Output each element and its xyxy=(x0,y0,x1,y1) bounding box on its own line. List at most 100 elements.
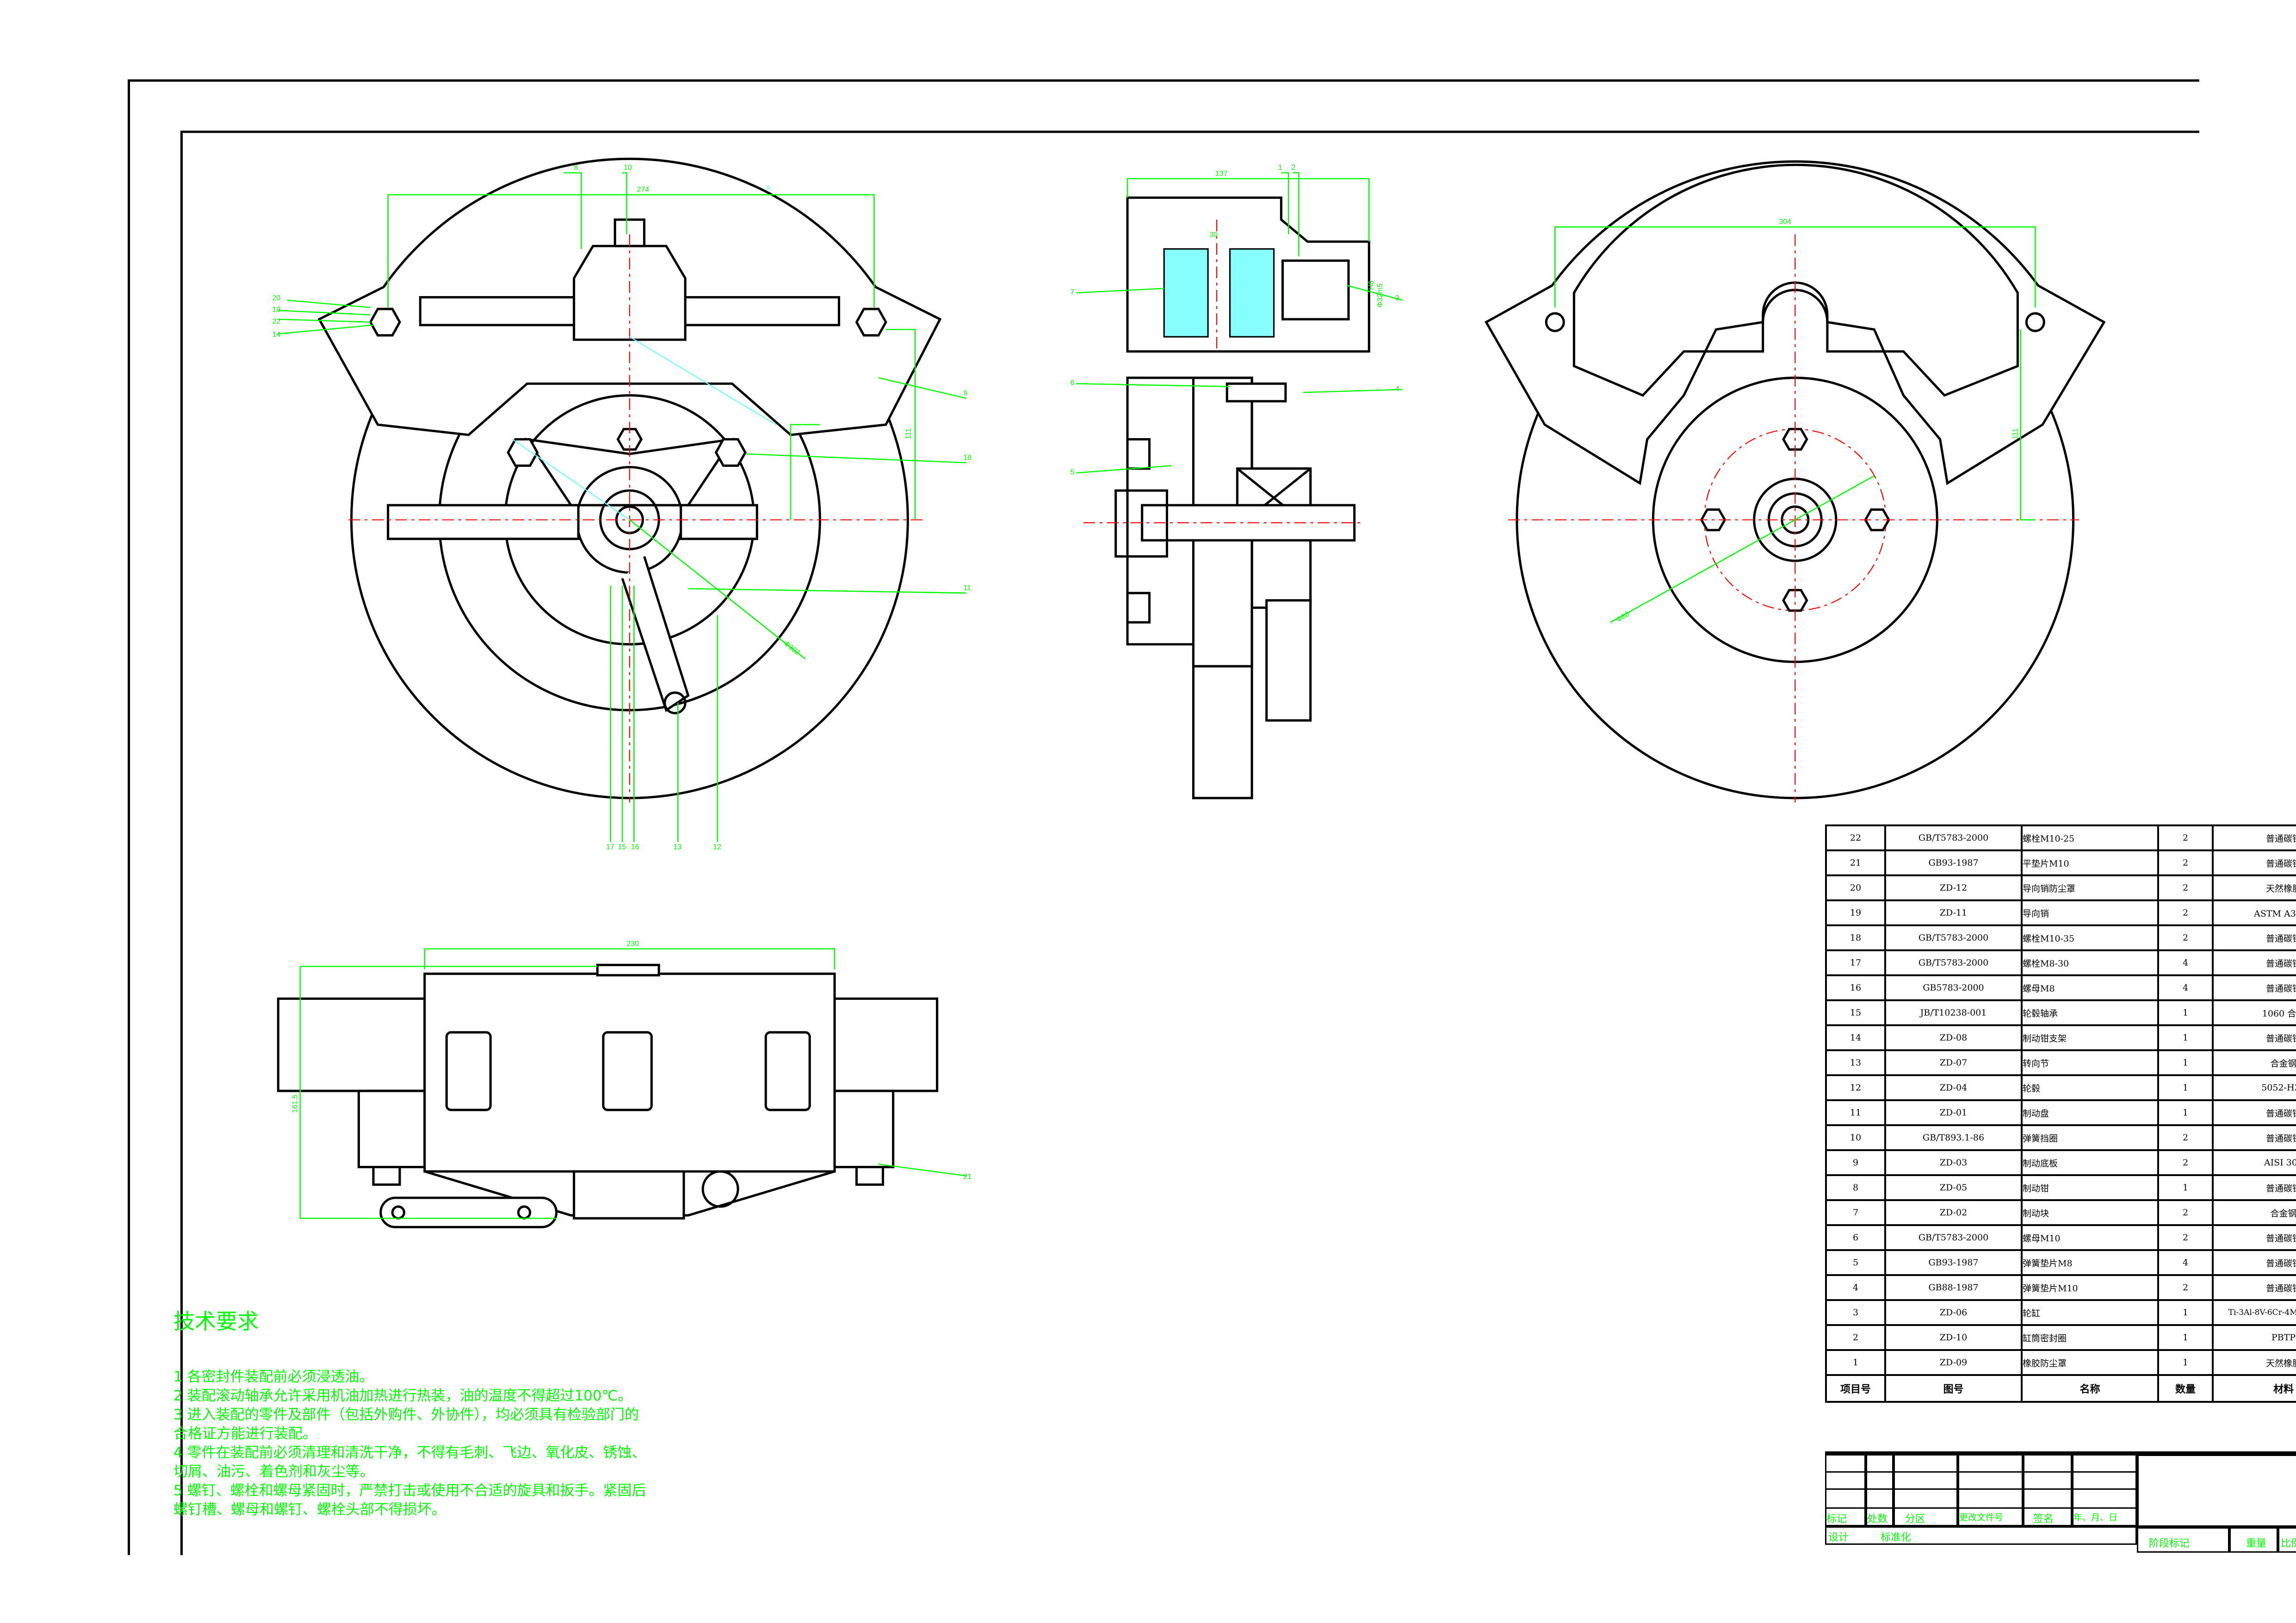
cell-quantity: 2 xyxy=(2157,1199,2214,1226)
parts-header-row: 项目号图号名称数量材料质 xyxy=(1825,1374,2296,1403)
cell-material: 普通碳钢 xyxy=(2212,924,2296,951)
cell-part-name: 制动钳支架 xyxy=(2021,1024,2159,1051)
header-part-name: 名称 xyxy=(2021,1374,2159,1403)
cell-quantity: 1 xyxy=(2157,1099,2214,1126)
cell-quantity: 2 xyxy=(2157,874,2214,901)
tech-req-line: 切屑、油污、着色剂和灰尘等。 xyxy=(173,1463,374,1480)
cell-part-name: 转向节 xyxy=(2021,1049,2159,1076)
cell-drawing-no: GB/T5783-2000 xyxy=(1884,924,2023,951)
cell-quantity: 2 xyxy=(2157,924,2214,951)
tb-scale: 比例 xyxy=(2281,1538,2296,1549)
header-item-no: 项目号 xyxy=(1825,1374,1886,1403)
cell-part-name: 平垫片M10 xyxy=(2021,849,2159,876)
dim-phi302: Φ302 xyxy=(782,639,801,657)
tb-standardization: 标准化 xyxy=(1881,1532,1912,1543)
cell-part-name: 轮毂轴承 xyxy=(2021,999,2159,1026)
balloon-5: 5 xyxy=(1071,468,1075,476)
cell-item-no: 3 xyxy=(1825,1299,1886,1326)
cell-drawing-no: ZD-06 xyxy=(1884,1299,2023,1326)
cell-material: 5052-H32 xyxy=(2212,1074,2296,1101)
front-view-right: 304 111 Φ80 xyxy=(1485,160,2106,803)
cell-item-no: 13 xyxy=(1825,1049,1886,1076)
cell-material: ASTM A36 钢 xyxy=(2212,899,2296,926)
cell-material: 普通碳钢 xyxy=(2212,974,2296,1001)
cell-item-no: 11 xyxy=(1825,1099,1886,1126)
balloon-2: 2 xyxy=(1292,164,1296,172)
parts-row: 1ZD-09橡胶防尘罩1天然橡胶1 xyxy=(1825,1349,2296,1376)
cell-item-no: 12 xyxy=(1825,1074,1886,1101)
balloon-18: 18 xyxy=(964,454,972,462)
cell-part-name: 弹簧垫片M10 xyxy=(2021,1274,2159,1301)
cell-quantity: 1 xyxy=(2157,1349,2214,1376)
dim-111: 111 xyxy=(905,428,913,439)
balloon-16: 16 xyxy=(631,843,639,851)
cell-part-name: 制动块 xyxy=(2021,1199,2159,1226)
parts-list-table: 22GB/T5783-2000螺栓M10-252普通碳钢2621GB93-198… xyxy=(1825,824,2296,1403)
cell-material: 1060 合金 xyxy=(2212,999,2296,1026)
parts-row: 7ZD-02制动块2合金钢138 xyxy=(1825,1199,2296,1226)
cell-material: Ti-3Al-8V-6Cr-4Mo-4Zr (SS) xyxy=(2212,1299,2296,1326)
parts-row: 6GB/T5783-2000螺母M102普通碳钢9 xyxy=(1825,1224,2296,1251)
tb-date: 年、月、日 xyxy=(2073,1512,2118,1523)
cell-item-no: 21 xyxy=(1825,849,1886,876)
tb-mark: 标记 xyxy=(1826,1513,1847,1525)
tech-req-line: 4 零件在装配前必须清理和清洗干净，不得有毛刺、飞边、氧化皮、锈蚀、 xyxy=(173,1444,646,1461)
dim-137: 137 xyxy=(1215,170,1227,178)
tech-req-title: 技术要求 xyxy=(173,1309,259,1334)
cell-drawing-no: ZD-10 xyxy=(1884,1324,2023,1351)
cell-item-no: 14 xyxy=(1825,1024,1886,1051)
cell-drawing-no: ZD-05 xyxy=(1884,1174,2023,1201)
cell-quantity: 1 xyxy=(2157,1024,2214,1051)
dim-161-5: 161.5 xyxy=(291,1095,299,1113)
tb-count: 处数 xyxy=(1867,1513,1888,1525)
cell-material: 普通碳钢 xyxy=(2212,1249,2296,1276)
cell-part-name: 橡胶防尘罩 xyxy=(2021,1349,2159,1376)
cell-item-no: 20 xyxy=(1825,874,1886,901)
cell-material: 天然橡胶 xyxy=(2212,874,2296,901)
cell-quantity: 1 xyxy=(2157,1299,2214,1326)
balloon-12: 12 xyxy=(713,843,721,851)
dim-111-right: 111 xyxy=(2011,428,2019,439)
cell-part-name: 导向销防尘罩 xyxy=(2021,874,2159,901)
balloon-6: 6 xyxy=(1071,379,1075,387)
cell-drawing-no: GB93-1987 xyxy=(1884,849,2023,876)
cell-drawing-no: ZD-02 xyxy=(1884,1199,2023,1226)
cell-part-name: 轮缸 xyxy=(2021,1299,2159,1326)
cell-drawing-no: ZD-04 xyxy=(1884,1074,2023,1101)
balloon-22: 22 xyxy=(272,317,281,325)
cell-quantity: 2 xyxy=(2157,824,2214,851)
cell-part-name: 弹簧垫片M8 xyxy=(2021,1249,2159,1276)
balloon-17: 17 xyxy=(606,843,614,851)
tb-zone: 分区 xyxy=(1905,1513,1926,1525)
cell-material: 合金钢 xyxy=(2212,1199,2296,1226)
cell-drawing-no: ZD-01 xyxy=(1884,1099,2023,1126)
cell-material: 天然橡胶 xyxy=(2212,1349,2296,1376)
parts-row: 8ZD-05制动钳1普通碳钢684 xyxy=(1825,1174,2296,1201)
cell-item-no: 17 xyxy=(1825,949,1886,976)
cell-material: AISI 304 xyxy=(2212,1149,2296,1176)
cell-part-name: 轮毂 xyxy=(2021,1074,2159,1101)
cell-quantity: 1 xyxy=(2157,1074,2214,1101)
cell-quantity: 1 xyxy=(2157,1174,2214,1201)
cell-material: 普通碳钢 xyxy=(2212,1224,2296,1251)
cell-drawing-no: GB88-1987 xyxy=(1884,1274,2023,1301)
cell-item-no: 1 xyxy=(1825,1349,1886,1376)
balloon-19: 19 xyxy=(272,306,281,314)
cell-material: 合金钢 xyxy=(2212,1049,2296,1076)
cell-quantity: 4 xyxy=(2157,1249,2214,1276)
top-view: 230 161.5 21 xyxy=(277,940,972,1228)
cell-item-no: 15 xyxy=(1825,999,1886,1026)
cell-part-name: 螺栓M10-35 xyxy=(2021,924,2159,951)
cell-item-no: 7 xyxy=(1825,1199,1886,1226)
cell-item-no: 5 xyxy=(1825,1249,1886,1276)
cell-drawing-no: GB/T5783-2000 xyxy=(1884,1224,2023,1251)
balloon-3: 3 xyxy=(1395,294,1399,302)
